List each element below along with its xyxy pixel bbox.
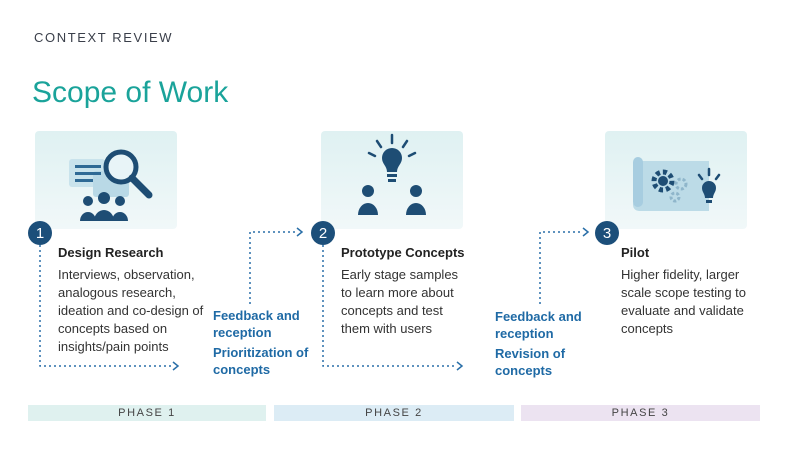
step-3-number: 3 — [595, 221, 619, 245]
section-eyebrow: CONTEXT REVIEW — [34, 30, 174, 45]
arrowhead-1-down — [172, 361, 180, 371]
feedback-1-reception: Feedback and reception — [213, 308, 300, 340]
arrowhead-2-down — [456, 361, 464, 371]
step-1-number: 1 — [28, 221, 52, 245]
step-2-title: Prototype Concepts — [341, 245, 465, 260]
connector-1-up — [249, 231, 296, 304]
step-1-title: Design Research — [58, 245, 164, 260]
page-title: Scope of Work — [32, 76, 229, 109]
step-3-illustration — [605, 131, 747, 229]
research-magnifier-icon — [35, 131, 177, 229]
arrowhead-2-up — [582, 227, 590, 237]
step-2-description: Early stage samples to learn more about … — [341, 267, 459, 336]
phase-1-bar: PHASE 1 — [28, 405, 266, 421]
gears-blueprint-icon — [605, 131, 747, 229]
phase-3-bar: PHASE 3 — [521, 405, 760, 421]
feedback-2-reception: Feedback and reception — [495, 309, 582, 341]
arrowhead-1-up — [296, 227, 304, 237]
step-1-illustration — [35, 131, 177, 229]
feedback-2-revision: Revision of concepts — [495, 346, 566, 378]
lightbulb-people-icon — [321, 131, 463, 229]
connector-2-up — [539, 231, 582, 304]
step-2-illustration — [321, 131, 463, 229]
step-3-title: Pilot — [621, 245, 650, 260]
step-2-number: 2 — [311, 221, 335, 245]
phase-2-bar: PHASE 2 — [274, 405, 514, 421]
step-1-description: Interviews, observation, analogous resea… — [58, 267, 204, 354]
feedback-1-prioritization: Prioritization of concepts — [213, 345, 309, 377]
step-3-description: Higher fidelity, larger scale scope test… — [621, 267, 747, 336]
